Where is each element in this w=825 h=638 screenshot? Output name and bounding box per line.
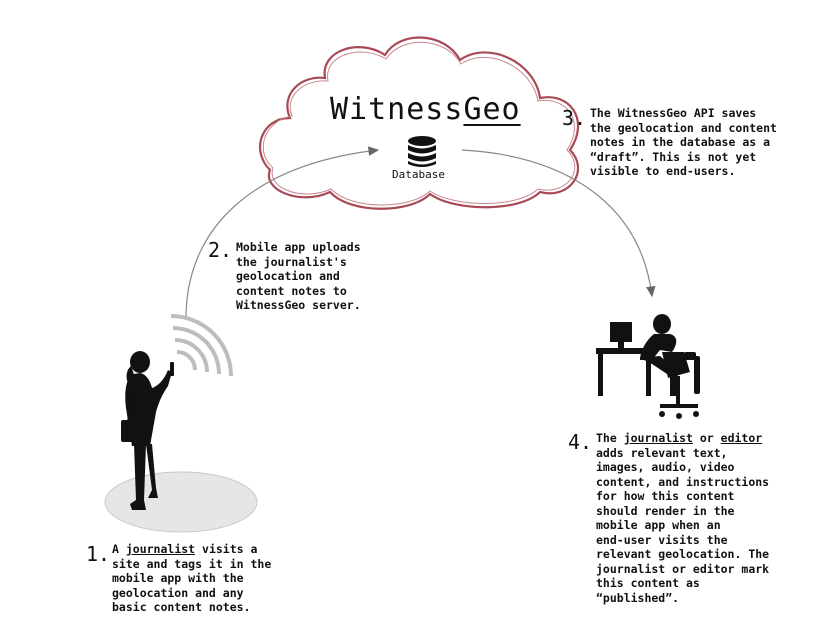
step-4-number: 4. xyxy=(568,430,593,454)
step-2-text: Mobile app uploads the journalist's geol… xyxy=(236,240,361,313)
step-4-line: relevant geolocation. The xyxy=(596,547,770,561)
step-3-line: notes in the database as a xyxy=(590,135,771,149)
title-underlined: Geo xyxy=(463,92,521,127)
publish-arrow xyxy=(461,149,656,298)
signal-waves-icon xyxy=(170,314,233,377)
location-ellipse xyxy=(104,471,258,533)
step-1-number: 1. xyxy=(86,542,111,566)
step-2-line: Mobile app uploads xyxy=(236,240,361,254)
step-3-number: 3. xyxy=(562,106,587,130)
step-4-line: mobile app when an xyxy=(596,518,721,532)
step-4-line: journalist or editor mark xyxy=(596,561,770,576)
step-1-line: geolocation and any xyxy=(112,585,244,600)
upload-arrow xyxy=(185,146,380,319)
cloud-icon xyxy=(259,36,580,210)
step-4-line: end-user visits the xyxy=(596,532,728,547)
step-1-line: mobile app with the xyxy=(112,571,244,585)
title-main: Witness xyxy=(330,92,464,127)
step-3-line: the geolocation and content xyxy=(590,120,777,135)
step-2-line: content notes to xyxy=(236,283,347,298)
step-4-line: images, audio, video xyxy=(596,460,735,474)
step-3-line: “draft”. This is not yet xyxy=(590,149,757,164)
step-1-line: A journalist visits a xyxy=(112,542,258,556)
app-title: WitnessGeo xyxy=(330,92,521,127)
step-3-line: The WitnessGeo API saves xyxy=(590,106,757,120)
step-4-line: should render in the xyxy=(596,503,735,518)
step-2-number: 2. xyxy=(208,238,233,262)
step-1-line: basic content notes. xyxy=(112,600,251,614)
step-2-line: the journalist's xyxy=(236,254,347,269)
step-2-line: WitnessGeo server. xyxy=(236,298,361,312)
database-label: Database xyxy=(392,168,445,181)
editor-at-desk-icon xyxy=(596,314,700,419)
database-icon xyxy=(408,136,436,167)
step-4-text: The journalist or editor adds relevant t… xyxy=(596,431,769,605)
step-3-line: visible to end-users. xyxy=(590,164,736,178)
step-1-line: site and tags it in the xyxy=(112,556,272,571)
journalist-silhouette-icon xyxy=(121,351,174,510)
step-3-text: The WitnessGeo API saves the geolocation… xyxy=(590,106,777,179)
step-4-line: this content as xyxy=(596,576,700,590)
step-4-line: for how this content xyxy=(596,489,735,503)
step-4-line: The journalist or editor xyxy=(596,431,763,445)
step-4-line: “published”. xyxy=(596,590,680,605)
step-4-line: content, and instructions xyxy=(596,474,770,489)
step-4-line: adds relevant text, xyxy=(596,445,728,460)
step-1-text: A journalist visits a site and tags it i… xyxy=(112,542,271,615)
step-2-line: geolocation and xyxy=(236,269,340,283)
